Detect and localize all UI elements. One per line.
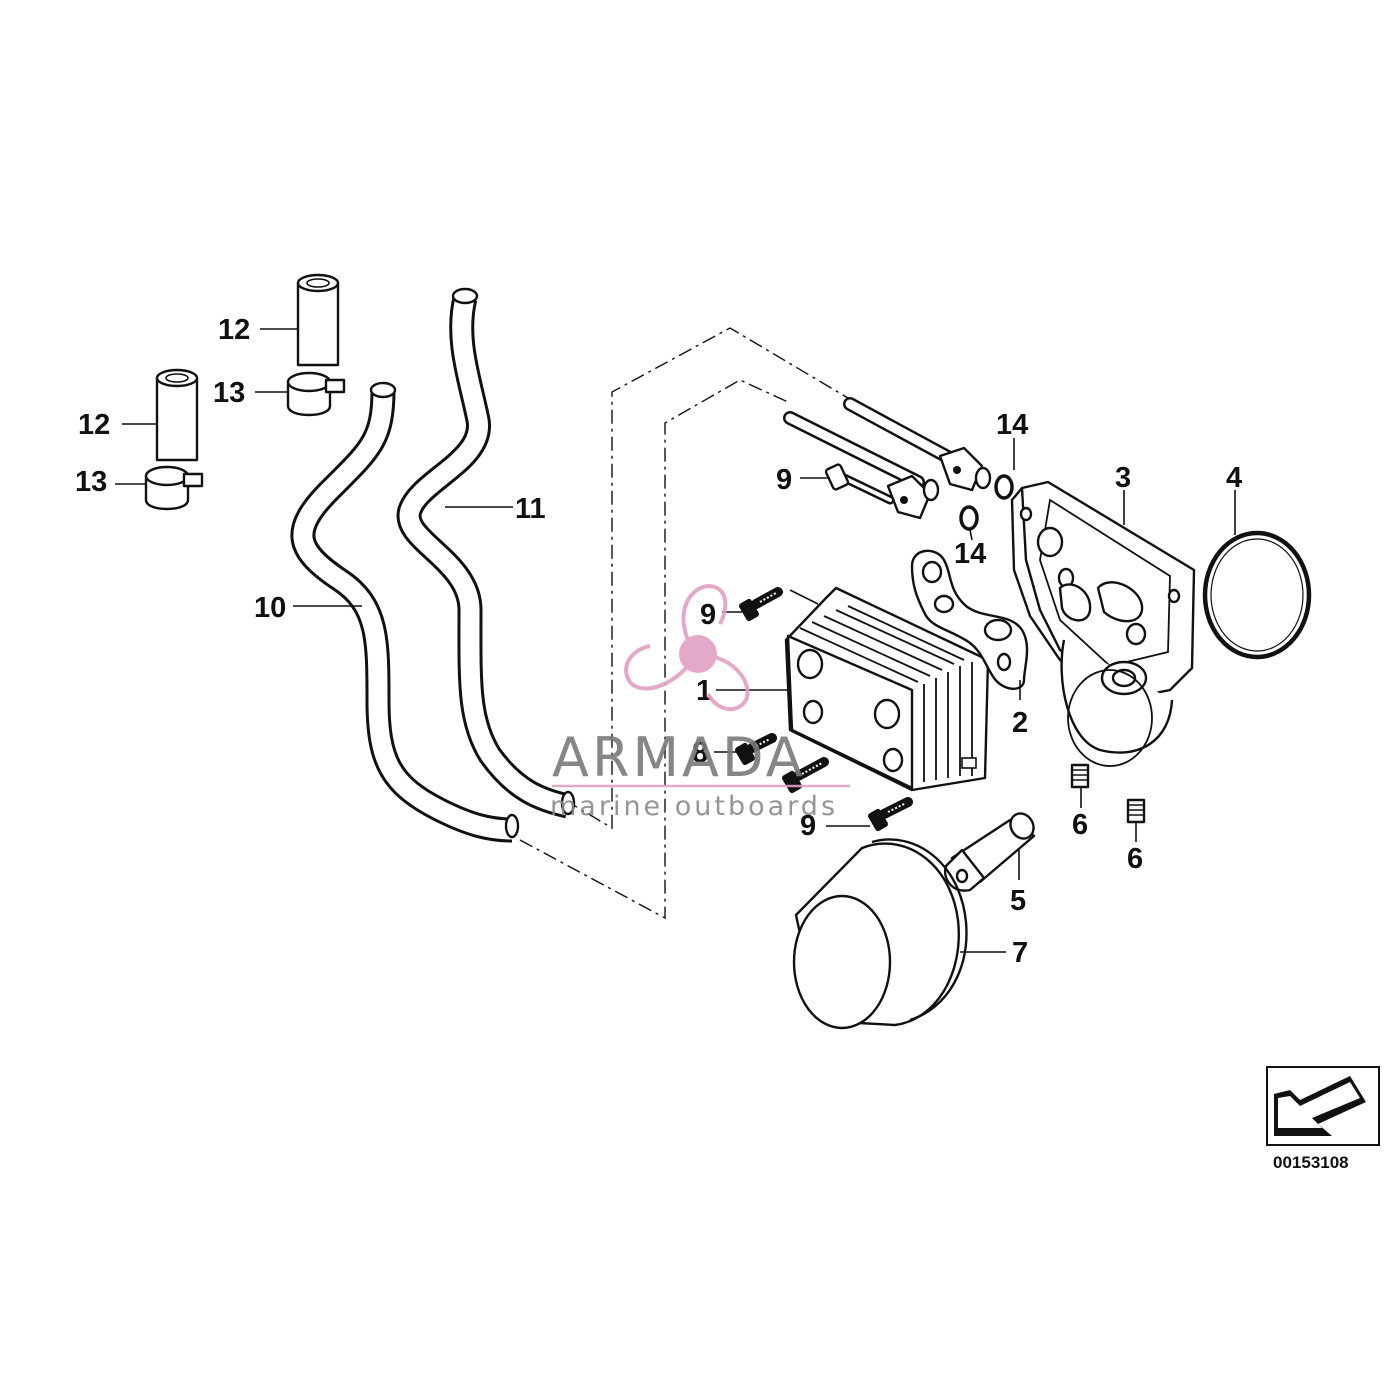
housing-3 <box>1010 480 1196 754</box>
view-direction-arrow-icon <box>1274 1076 1366 1136</box>
callout-1: 1 <box>696 675 712 707</box>
connector-pipes <box>783 397 992 520</box>
watermark: ARMADA marine outboards <box>550 583 850 822</box>
hose-11 <box>396 287 576 819</box>
filter-base-seal <box>1067 669 1153 767</box>
callout-labels: 1 2 3 4 5 6 6 7 8 9 9 9 10 11 12 12 13 1… <box>75 314 1242 969</box>
view-reference: 00153108 <box>1266 1066 1380 1172</box>
hose-10 <box>290 381 520 843</box>
grub-screw-6-left <box>1070 763 1090 789</box>
oil-cooler-1 <box>784 586 990 792</box>
callout-2: 2 <box>1012 707 1028 739</box>
o-ring-4 <box>1202 530 1312 660</box>
callout-10: 10 <box>254 592 286 624</box>
gasket-2 <box>910 549 1029 690</box>
callout-13-lower: 13 <box>75 466 107 498</box>
callout-5: 5 <box>1010 885 1026 917</box>
bolt-9-top <box>824 463 895 505</box>
leader-lines <box>115 328 1236 953</box>
callout-8: 8 <box>692 737 708 769</box>
callout-11: 11 <box>515 493 546 525</box>
callout-9-bottom: 9 <box>800 810 816 842</box>
clamp-13-lower <box>144 465 204 511</box>
callout-12-upper: 12 <box>218 314 250 346</box>
callout-9-left: 9 <box>700 599 716 631</box>
propeller-logo-icon <box>624 583 750 711</box>
callout-4: 4 <box>1226 462 1242 494</box>
o-ring-14-upper <box>994 474 1014 500</box>
sleeve-5 <box>943 812 1036 892</box>
diagram-reference-number: 00153108 <box>1273 1153 1349 1172</box>
o-ring-14-lower <box>959 505 979 531</box>
callout-6-left: 6 <box>1072 809 1088 841</box>
grub-screw-6-right <box>1126 798 1146 824</box>
watermark-brand: ARMADA <box>552 726 806 789</box>
bolt-9-middle <box>782 757 829 794</box>
bolt-8 <box>735 733 777 766</box>
callout-14-upper: 14 <box>996 409 1028 441</box>
bolt-9-left <box>739 587 783 622</box>
callout-12-lower: 12 <box>78 409 110 441</box>
callout-13-upper: 13 <box>213 377 245 409</box>
clamp-13-upper <box>286 371 346 417</box>
callout-7: 7 <box>1012 937 1028 969</box>
callout-14-lower: 14 <box>954 538 986 570</box>
watermark-tagline: marine outboards <box>550 791 838 822</box>
assembly-dash-lines <box>519 327 849 920</box>
oil-filter-7 <box>792 838 968 1030</box>
callout-9-top: 9 <box>776 464 792 496</box>
sleeve-12-upper <box>296 273 340 367</box>
callout-3: 3 <box>1115 462 1131 494</box>
sleeve-12-lower <box>155 368 199 462</box>
bolt-9-bottom <box>868 797 913 832</box>
callout-6-right: 6 <box>1127 843 1143 875</box>
